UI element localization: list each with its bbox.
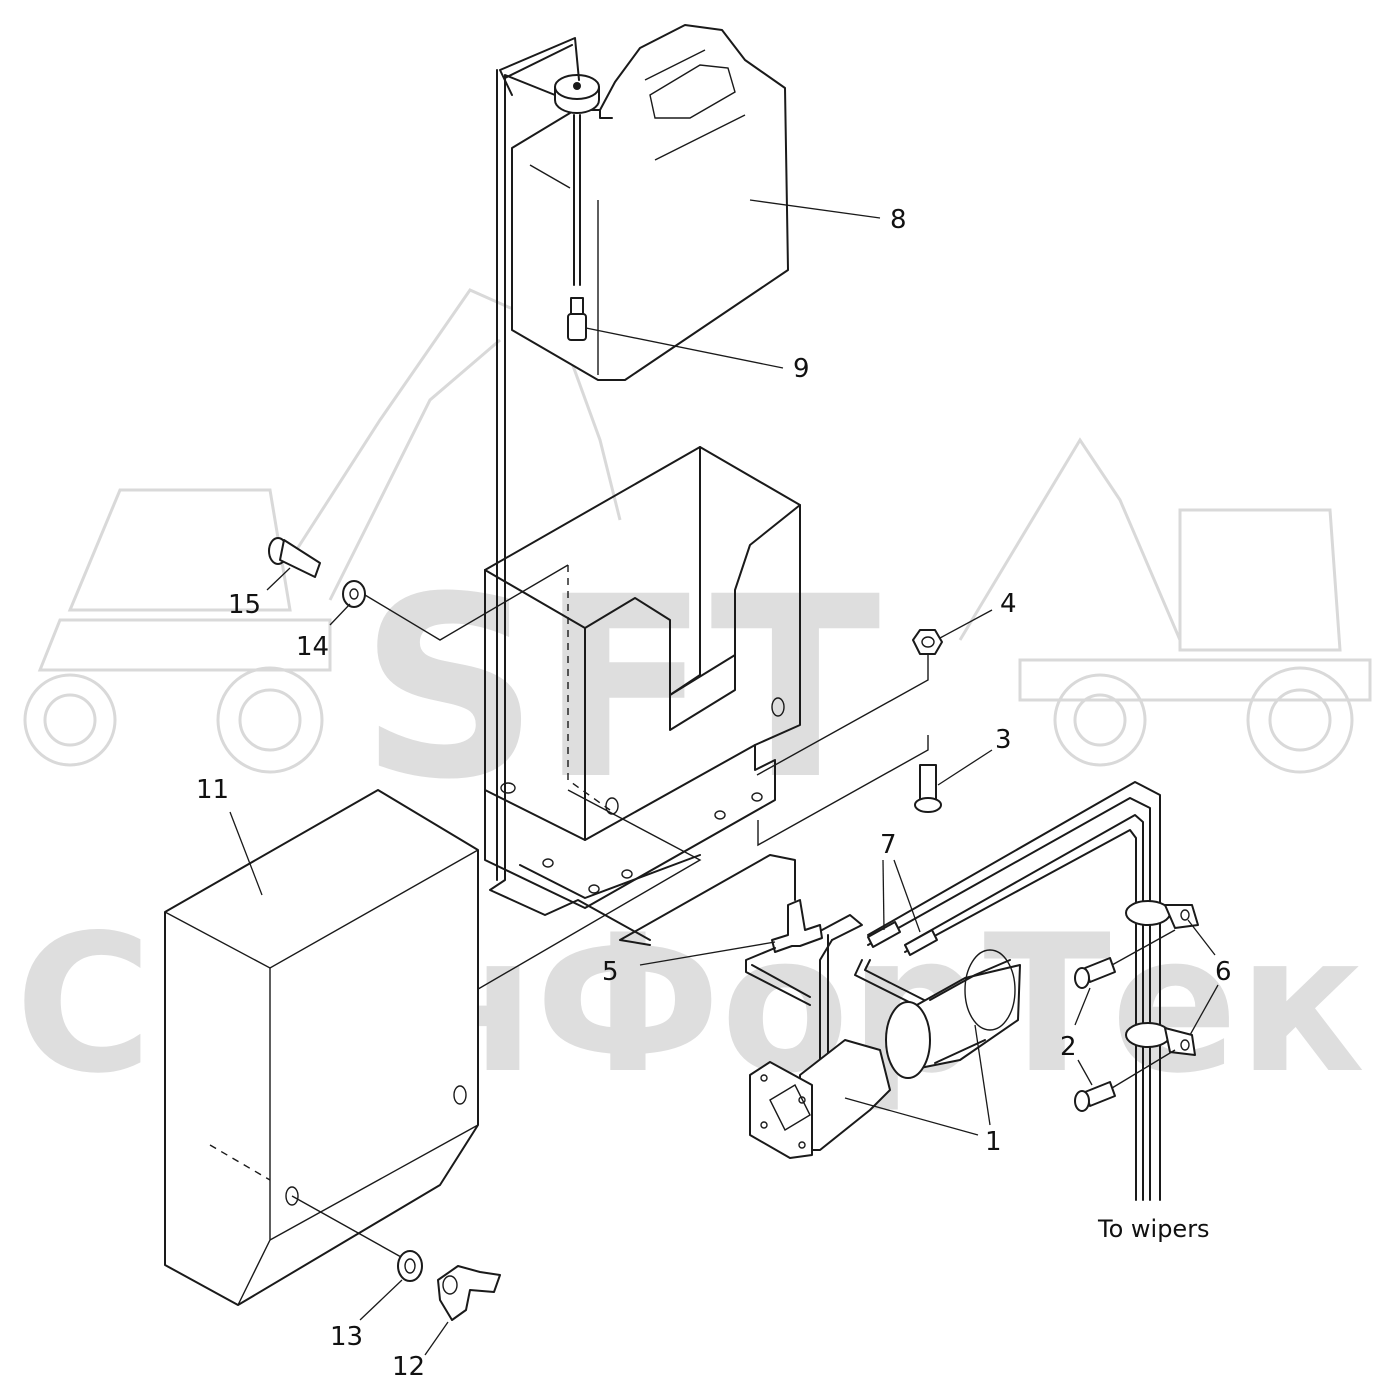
bolt-15 <box>268 537 321 578</box>
inline-connectors-7 <box>867 921 938 956</box>
callout-6: 6 <box>1215 957 1232 987</box>
leader-lines <box>229 199 1219 1356</box>
pump-cover-box <box>164 789 479 1306</box>
callout-1: 1 <box>985 1127 1002 1157</box>
washer-14 <box>342 580 366 608</box>
callout-11: 11 <box>196 775 229 805</box>
washer-pump-lower <box>749 1039 891 1159</box>
callout-3: 3 <box>995 725 1012 755</box>
callout-9: 9 <box>793 354 810 384</box>
callout-8: 8 <box>890 205 907 235</box>
suction-hose <box>489 37 651 941</box>
callout-12: 12 <box>392 1352 425 1382</box>
wing-nut-12 <box>437 1265 501 1321</box>
bolt-2-lower <box>1074 1049 1176 1112</box>
washer-pump-upper <box>885 949 1021 1079</box>
callout-13: 13 <box>330 1322 363 1352</box>
to-wipers-label: To wipers <box>1097 1215 1210 1243</box>
callout-15: 15 <box>228 590 261 620</box>
callouts: 8 9 15 14 4 3 7 11 5 6 2 1 13 12 To wipe… <box>196 205 1232 1382</box>
t-connector-5 <box>619 854 823 953</box>
washer-reservoir-canister <box>511 24 789 381</box>
reservoir-filter <box>567 297 587 341</box>
flat-washer-13 <box>397 1250 423 1282</box>
callout-14: 14 <box>296 632 329 662</box>
bolt-3 <box>757 735 942 847</box>
watermark-tractor-right <box>958 437 1372 774</box>
reservoir-cap <box>554 74 613 119</box>
delivery-hoses <box>745 781 1161 1201</box>
callout-4: 4 <box>1000 589 1017 619</box>
nut-4 <box>756 629 943 776</box>
callout-2: 2 <box>1060 1032 1077 1062</box>
watermark-logo-text: SFT <box>359 543 880 834</box>
callout-5: 5 <box>602 957 619 987</box>
hose-clip-lower <box>1125 1022 1196 1056</box>
callout-7: 7 <box>880 830 897 860</box>
bolt-2-upper <box>1074 929 1176 989</box>
